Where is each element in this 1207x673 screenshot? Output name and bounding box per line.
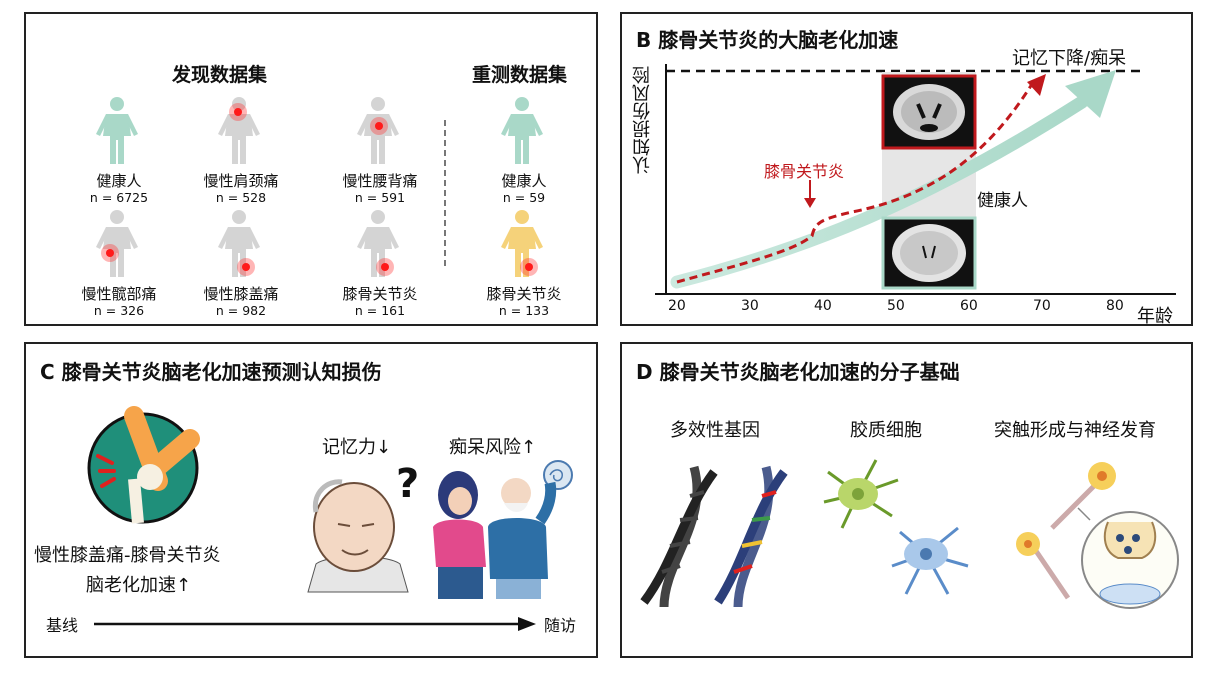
pleiotropic-genes-label: 多效性基因 [670, 420, 760, 441]
retest-dataset-title: 重测数据集 [472, 64, 568, 86]
healthy-curve-label: 健康人 [977, 191, 1028, 211]
x-tick-label: 80 [1106, 298, 1124, 314]
person-icon [357, 97, 399, 164]
person-icon [501, 97, 543, 164]
group-sample-size: n = 982 [215, 303, 267, 318]
group-label: 慢性膝盖痛 [203, 285, 279, 303]
x-tick-label: 70 [1033, 298, 1051, 314]
healthy-brain-image [881, 216, 977, 290]
group-label: 健康人 [96, 172, 142, 190]
synapse-icon [1016, 462, 1179, 609]
glial-cells-label: 胶质细胞 [850, 420, 922, 441]
baseline-label: 基线 [46, 616, 79, 635]
dna-icon [640, 465, 788, 608]
group-sample-size: n = 591 [354, 190, 406, 205]
x-axis-label: 年龄 [1137, 306, 1173, 327]
knee-pain-icon [87, 406, 200, 524]
glial-cells-icon [823, 459, 969, 595]
person-icon [96, 97, 138, 164]
synapse-development-label: 突触形成与神经发育 [994, 420, 1156, 441]
elderly-man-illustration: ? [307, 461, 419, 593]
aging-graph [655, 64, 1176, 295]
group-sample-size: n = 59 [502, 190, 546, 205]
person-figure [94, 96, 144, 170]
panel-c: C 膝骨关节炎脑老化加速预测认知损伤 慢性膝盖痛-膝骨关节炎 脑老化加速↑ 记忆… [24, 342, 598, 658]
group-sample-size: n = 6725 [89, 190, 149, 205]
discovery-dataset-title: 发现数据集 [172, 64, 268, 86]
x-tick-label: 40 [814, 298, 832, 314]
panel-b-title: B 膝骨关节炎的大脑老化加速 [636, 28, 899, 52]
person-icon [96, 210, 138, 277]
dementia-risk-label: 痴呆风险↑ [449, 437, 537, 458]
person-figure [216, 96, 266, 170]
healthy-arrow-head [1065, 70, 1116, 118]
person-figure [355, 96, 405, 170]
group-label: 膝骨关节炎 [342, 285, 418, 303]
group-sample-size: n = 528 [215, 190, 267, 205]
group-sample-size: n = 133 [498, 303, 550, 318]
person-figure [499, 96, 549, 170]
panel-b: B 膝骨关节炎的大脑老化加速 记忆下降/痴呆 认知损伤风险 膝骨关节炎 健康人 … [620, 12, 1193, 327]
group-label: 慢性髋部痛 [81, 285, 157, 303]
person-figure [216, 209, 266, 283]
x-tick-label: 30 [741, 298, 759, 314]
healthy-trajectory-arrow [670, 95, 1089, 289]
group-sample-size: n = 161 [354, 303, 406, 318]
x-tick-label: 60 [960, 298, 978, 314]
onset-arrow [804, 198, 816, 208]
person-figure [94, 209, 144, 283]
x-tick-label: 20 [668, 298, 686, 314]
panel-d-title: D 膝骨关节炎脑老化加速的分子基础 [636, 360, 960, 384]
memory-decline-label: 记忆力↓ [322, 437, 392, 458]
group-sample-size: n = 326 [93, 303, 145, 318]
brain-aging-label: 脑老化加速↑ [86, 575, 192, 596]
person-figure [499, 209, 549, 283]
koa-trajectory [676, 83, 1034, 284]
elderly-couple-illustration [433, 460, 573, 599]
person-icon [218, 97, 260, 164]
person-figure [355, 209, 405, 283]
koa-curve-label: 膝骨关节炎 [764, 162, 845, 181]
aged-brain-image [881, 74, 977, 150]
x-tick-label: 50 [887, 298, 905, 314]
group-label: 慢性肩颈痛 [203, 172, 279, 190]
panel-d: D 膝骨关节炎脑老化加速的分子基础 多效性基因 胶质细胞 突触形成与神经发育 [620, 342, 1193, 658]
dataset-divider [444, 120, 446, 266]
group-label: 健康人 [501, 172, 547, 190]
dementia-label: 记忆下降/痴呆 [1012, 48, 1127, 69]
timeline-arrow [94, 617, 536, 631]
person-icon [501, 210, 543, 277]
followup-label: 随访 [544, 616, 577, 635]
person-icon [357, 210, 399, 277]
knee-pain-label: 慢性膝盖痛-膝骨关节炎 [34, 545, 221, 566]
svg-text:?: ? [396, 461, 419, 507]
koa-arrow-head [1027, 74, 1046, 96]
person-icon [218, 210, 260, 277]
panel-c-title: C 膝骨关节炎脑老化加速预测认知损伤 [40, 360, 382, 384]
group-label: 慢性腰背痛 [342, 172, 418, 190]
group-label: 膝骨关节炎 [486, 285, 562, 303]
